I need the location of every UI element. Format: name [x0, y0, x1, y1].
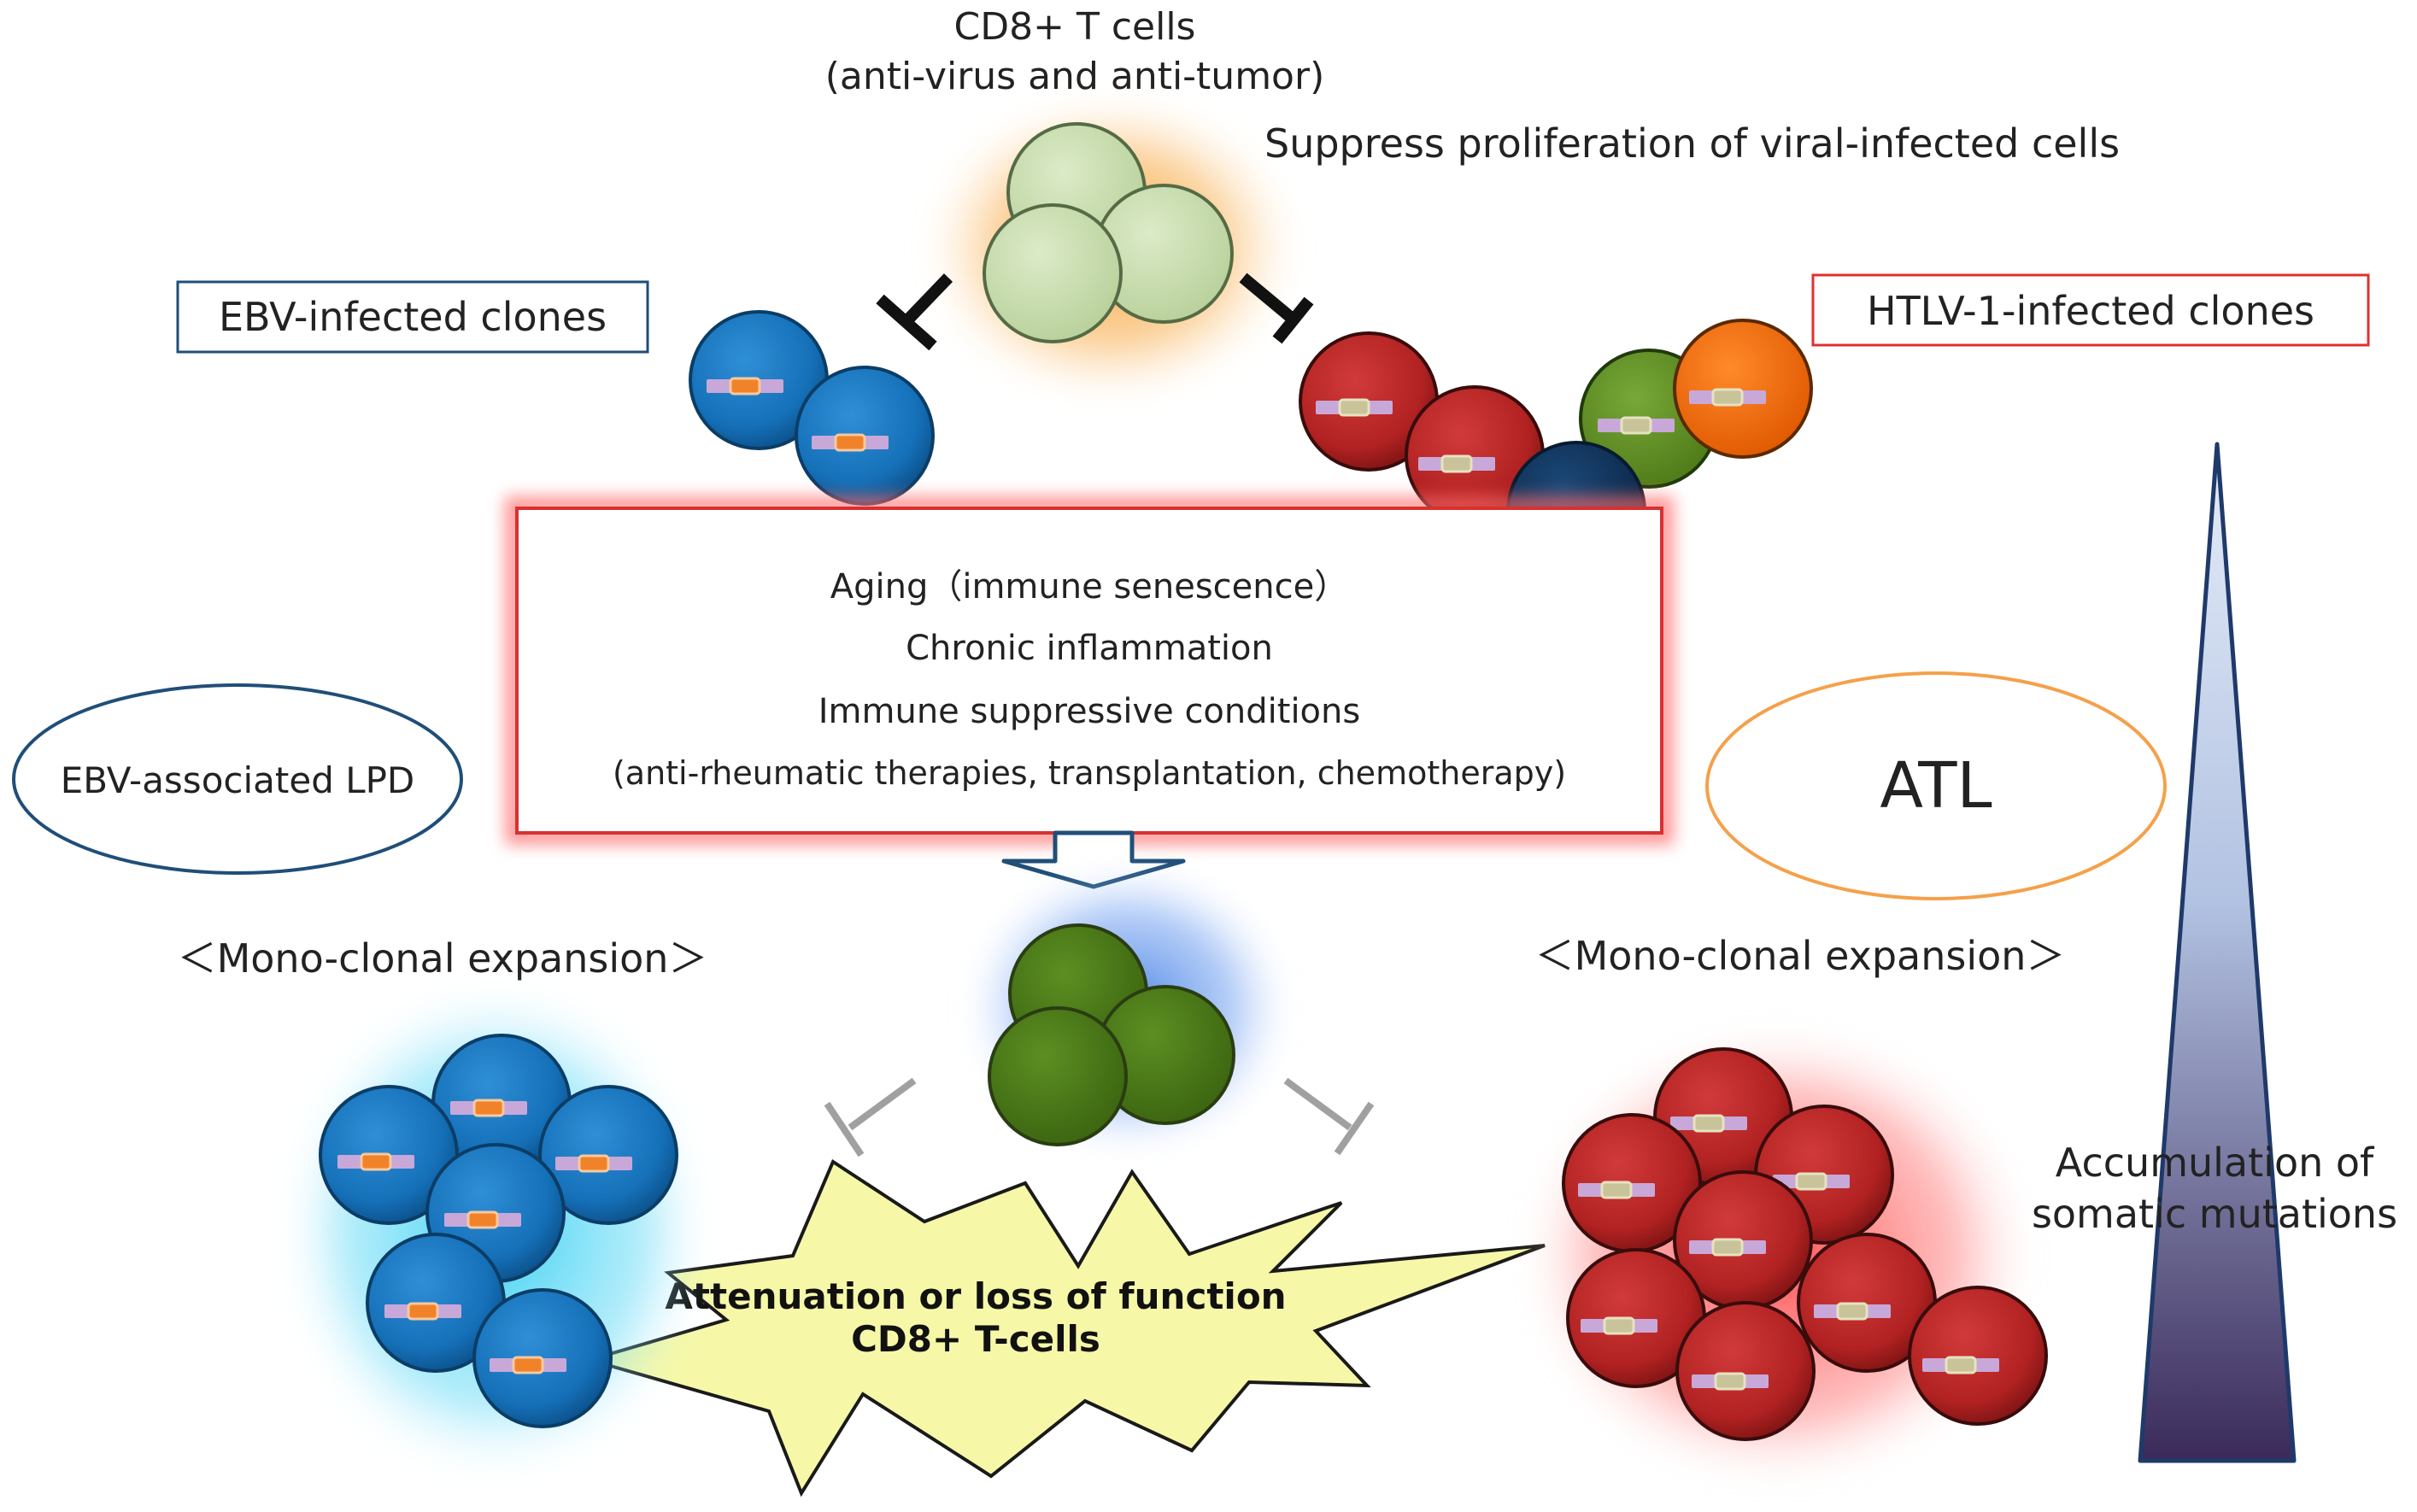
cd8-title-line1: CD8+ T cells	[954, 5, 1196, 49]
htlv-infected-cell-group	[1299, 319, 1813, 581]
htlv-clones-box	[1811, 273, 2370, 347]
cd8-weakened-cell	[988, 1006, 1128, 1146]
ebv-monoclonal-cluster	[282, 982, 709, 1478]
cd8-weakened-cell-cluster	[965, 863, 1290, 1153]
conditions-line1: Aging（immune senescence）	[830, 567, 1348, 607]
mutation-label-line1: Accumulation of	[2056, 1140, 2375, 1186]
ebv-lpd-label: EBV-associated LPD	[61, 759, 415, 801]
htlv-red-cell	[1675, 1301, 1816, 1441]
conditions-line4: (anti-rheumatic therapies, transplantati…	[613, 754, 1566, 792]
somatic-mutation-triangle	[2138, 442, 2297, 1463]
mutation-label-line2: somatic mutations	[2032, 1191, 2397, 1237]
ebv-clones-label: EBV-infected clones	[219, 294, 607, 340]
cd8-cell	[983, 203, 1123, 343]
ebv-lpd-ellipse	[12, 683, 463, 875]
attenuation-starburst	[583, 1159, 1546, 1497]
ebv-cell	[472, 1288, 613, 1428]
mono-clonal-label-right: ＜Mono-clonal expansion＞	[1535, 933, 2066, 979]
faded-inhibition-arrow-left	[824, 1077, 917, 1157]
attenuation-line1: Attenuation or loss of function	[665, 1275, 1286, 1317]
ebv-clones-box	[176, 280, 649, 354]
inhibition-arrow-left	[876, 273, 953, 351]
ebv-cell	[795, 366, 935, 506]
htlv-orange-cell	[1673, 319, 1813, 459]
conditions-line2: Chronic inflammation	[906, 629, 1273, 668]
ebv-cell	[538, 1085, 678, 1225]
faded-inhibition-arrow-right	[1283, 1077, 1375, 1156]
htlv-monoclonal-cluster	[1521, 1025, 2048, 1486]
conditions-line3: Immune suppressive conditions	[818, 692, 1360, 731]
cd8-title-line2: (anti-virus and anti-tumor)	[825, 55, 1324, 98]
cd8-healthy-cell-cluster	[923, 94, 1299, 401]
atl-ellipse	[1705, 671, 2167, 900]
inhibition-arrow-right	[1239, 273, 1314, 344]
attenuation-line2: CD8+ T-cells	[851, 1318, 1100, 1360]
htlv-clones-label: HTLV-1-infected clones	[1867, 288, 2314, 334]
mono-clonal-label-left: ＜Mono-clonal expansion＞	[178, 935, 708, 982]
htlv-red-cell	[1908, 1286, 2048, 1426]
suppress-label: Suppress proliferation of viral-infected…	[1264, 120, 2120, 167]
atl-label: ATL	[1880, 749, 1992, 823]
ebv-infected-cell-group	[689, 310, 935, 506]
